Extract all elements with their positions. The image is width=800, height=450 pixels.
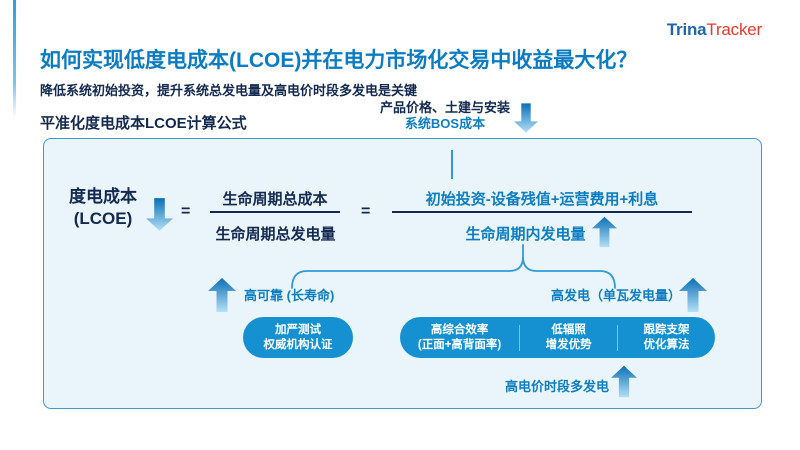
equals-sign: = — [361, 203, 371, 220]
left-accent-bar — [13, 0, 16, 118]
lcoe-term: 度电成本 (LCOE) — [58, 186, 148, 230]
pill-line1: 低辐照 — [551, 323, 586, 336]
pill-line2: (正面+高背面率) — [417, 338, 502, 351]
pill-divider — [519, 324, 521, 351]
pill-line1: 加严测试 — [275, 323, 321, 336]
fraction2-denominator: 生命周期内发电量 — [465, 226, 586, 243]
fraction2-line — [392, 211, 692, 213]
pill-line2: 优化算法 — [643, 338, 690, 351]
trinatracker-logo: TrinaTracker — [667, 20, 762, 40]
bos-cost-annotation: 产品价格、土建与安装 系统BOS成本 — [372, 100, 518, 132]
reliability-label: 高可靠 (长寿命) — [244, 288, 335, 303]
fraction2-numerator: 初始投资-设备残值+运营费用+利息 — [425, 191, 659, 208]
lcoe-formula-box — [43, 138, 762, 409]
fraction1-numerator: 生命周期总成本 — [222, 191, 328, 208]
logo-tracker: Tracker — [706, 20, 762, 39]
up-arrow-icon — [611, 365, 637, 398]
efficiency-pill: 高综合效率 (正面+高背面率) 低辐照 增发优势 跟踪支架 优化算法 — [400, 317, 715, 358]
annotation-connector-line — [451, 150, 453, 179]
logo-trina: Trina — [666, 20, 707, 39]
pill-section-irradiance: 低辐照 增发优势 — [520, 323, 617, 353]
pill-line1: 跟踪支架 — [643, 323, 690, 336]
lcoe-term-line2: (LCOE) — [73, 209, 133, 228]
down-arrow-icon — [146, 198, 173, 231]
pill-section-tracker: 跟踪支架 优化算法 — [618, 323, 715, 353]
up-arrow-icon — [208, 278, 236, 312]
peak-price-note: 高电价时段多发电 — [505, 379, 610, 394]
pill-divider — [617, 324, 619, 351]
pill-line1: 高综合效率 — [430, 323, 489, 336]
up-arrow-icon — [592, 216, 617, 248]
annotation-line2: 系统BOS成本 — [404, 116, 486, 131]
up-arrow-icon — [679, 278, 707, 312]
annotation-line1: 产品价格、土建与安装 — [379, 100, 510, 115]
pill-text: 加严测试 权威机构认证 — [243, 323, 353, 353]
equals-sign: = — [181, 203, 191, 220]
lcoe-term-line1: 度电成本 — [69, 187, 137, 206]
section-label: 平准化度电成本LCOE计算公式 — [40, 115, 247, 132]
pill-section-efficiency: 高综合效率 (正面+高背面率) — [400, 323, 519, 353]
pill-line2: 权威机构认证 — [263, 338, 333, 351]
fraction1-line — [210, 211, 340, 213]
brace — [291, 244, 616, 289]
fraction1-denominator: 生命周期总发电量 — [215, 226, 336, 243]
down-arrow-icon — [514, 103, 538, 133]
generation-label: 高发电（单瓦发电量） — [551, 288, 682, 303]
testing-pill: 加严测试 权威机构认证 — [243, 317, 353, 358]
page-subtitle: 降低系统初始投资，提升系统总发电量及高电价时段多发电是关键 — [40, 83, 418, 98]
pill-line2: 增发优势 — [545, 338, 592, 351]
page-title: 如何实现低度电成本(LCOE)并在电力市场化交易中收益最大化？ — [40, 49, 638, 72]
